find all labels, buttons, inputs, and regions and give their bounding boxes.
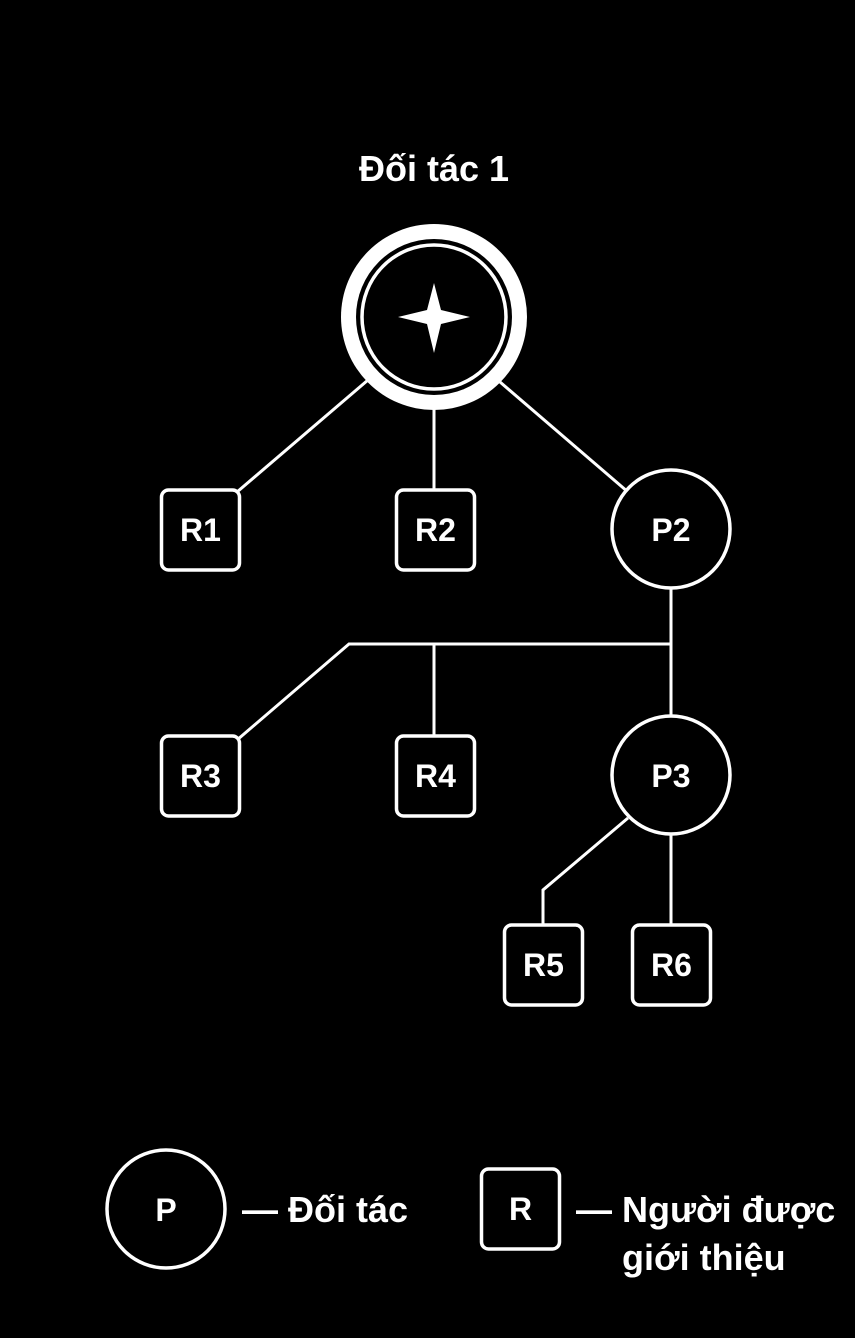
legend-partner-symbol-label: P	[155, 1192, 176, 1228]
node-p3: P3	[610, 714, 732, 836]
node-r6-label: R6	[651, 947, 692, 983]
node-r2: R2	[394, 488, 477, 572]
node-r3: R3	[159, 734, 242, 818]
edge-root-p2	[499, 380, 629, 494]
legend-referral: R — Người được giới thiệu	[479, 1167, 835, 1278]
node-r4-label: R4	[415, 758, 456, 794]
legend-referral-label-line2: giới thiệu	[622, 1237, 786, 1278]
edge-p3-r5	[541, 816, 629, 926]
node-r4: R4	[394, 734, 477, 818]
node-p3-label: P3	[651, 758, 690, 794]
legend: P — Đối tác R — Người được giới thiệu	[105, 1148, 835, 1278]
node-r5: R5	[502, 923, 585, 1007]
four-point-star-icon	[398, 283, 470, 353]
legend-partner-symbol	[105, 1148, 227, 1270]
node-p2: P2	[610, 468, 732, 590]
legend-referral-label-line1: — Người được	[576, 1189, 835, 1230]
node-r2-label: R2	[415, 512, 456, 548]
edge-p2-r3	[236, 642, 671, 742]
legend-partner: P — Đối tác	[105, 1148, 408, 1270]
node-r1-label: R1	[180, 512, 221, 548]
edge-root-r1	[236, 378, 369, 494]
node-r6: R6	[630, 923, 713, 1007]
legend-referral-symbol	[479, 1167, 562, 1251]
legend-referral-symbol-label: R	[509, 1191, 532, 1227]
node-r3-label: R3	[180, 758, 221, 794]
node-p2-label: P2	[651, 512, 690, 548]
diagram-title: Đối tác 1	[359, 148, 509, 189]
root-inner-ring	[360, 243, 508, 391]
legend-partner-label: — Đối tác	[242, 1189, 408, 1230]
edges	[236, 378, 673, 926]
node-r5-label: R5	[523, 947, 564, 983]
node-r1: R1	[159, 488, 242, 572]
root-partner-node	[341, 224, 527, 410]
